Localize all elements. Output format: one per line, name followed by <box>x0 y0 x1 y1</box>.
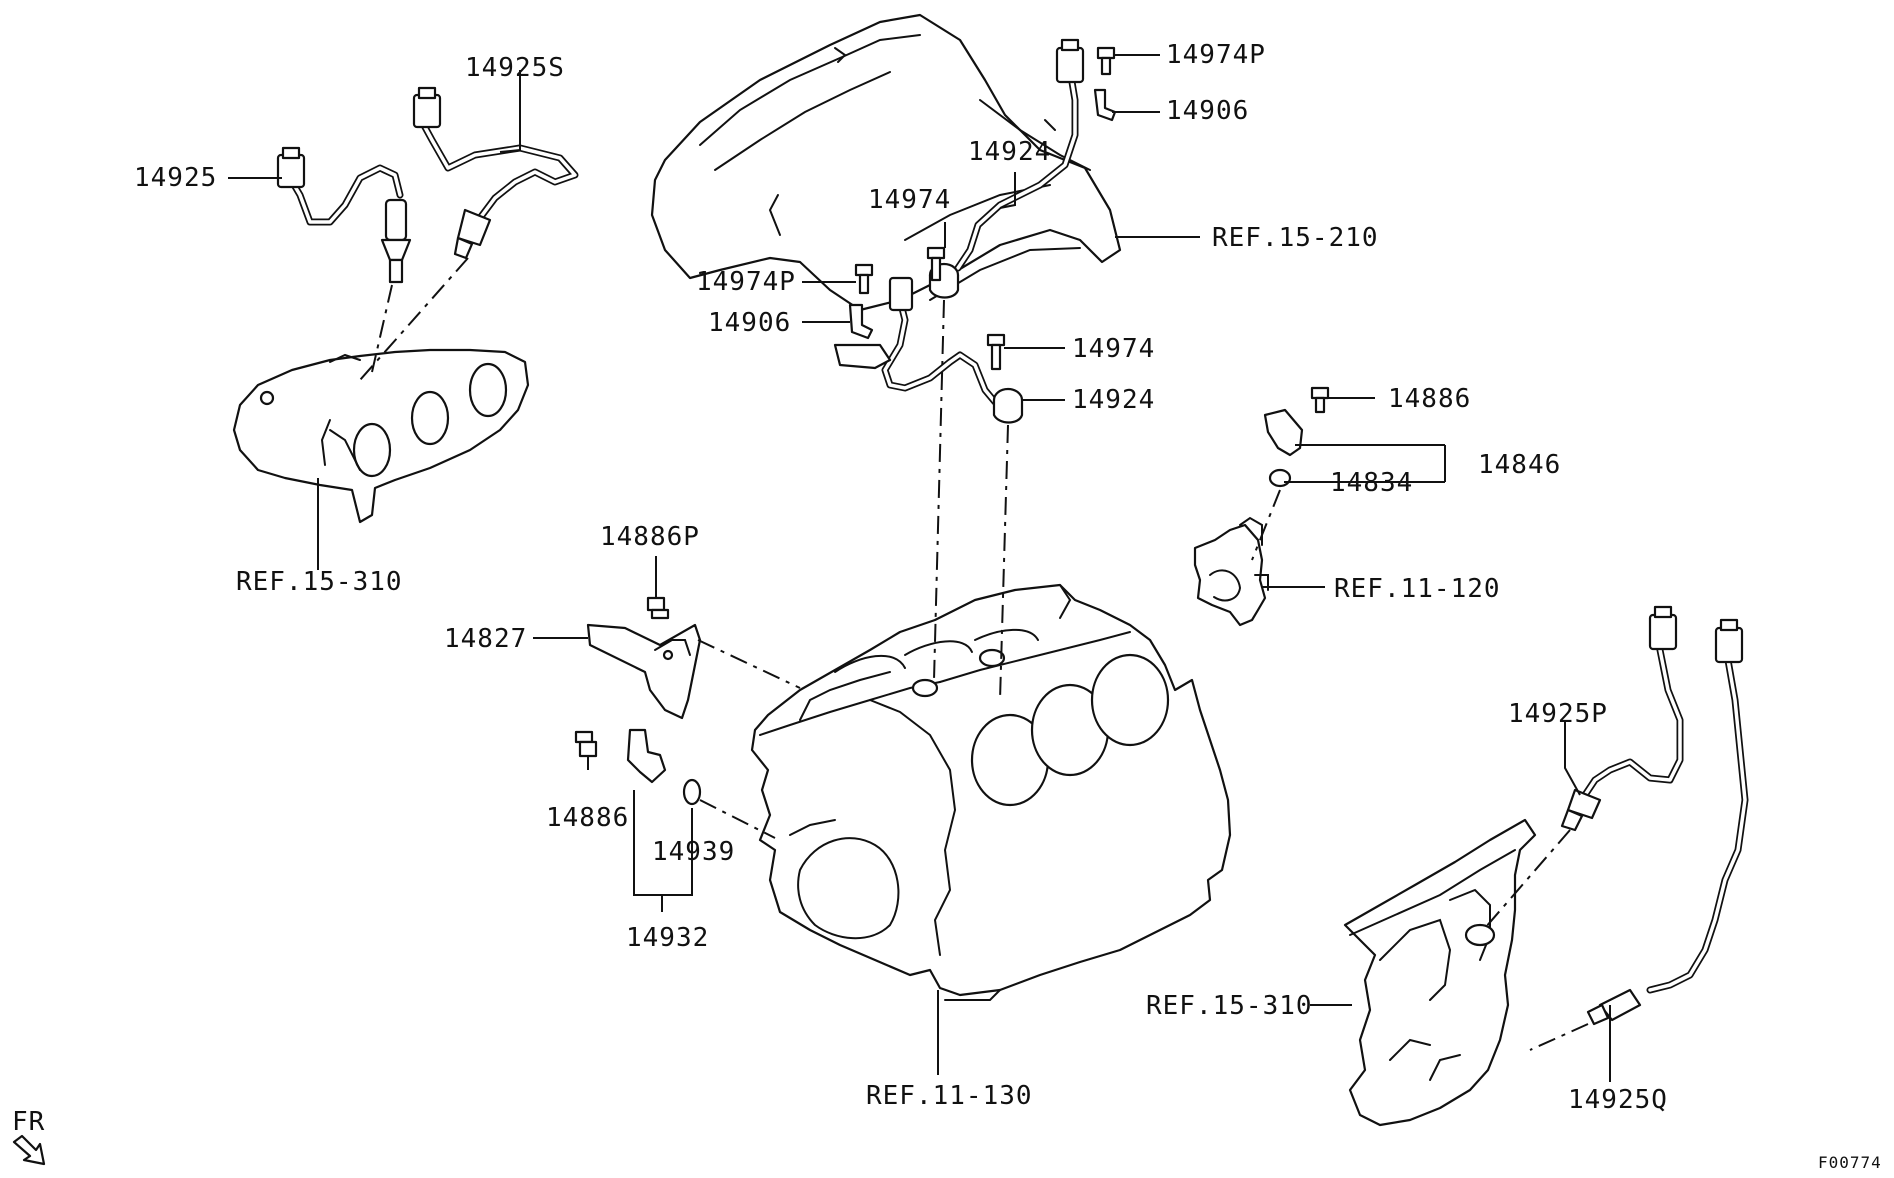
label-14924-mid: 14924 <box>1072 385 1155 415</box>
bolt-14974-top <box>926 246 946 282</box>
knock-sensor-14924-mid <box>881 276 1024 424</box>
label-14974P-top: 14974P <box>1166 40 1266 70</box>
label-14932: 14932 <box>626 923 709 953</box>
label-14925Q: 14925Q <box>1568 1085 1668 1115</box>
front-arrow-icon <box>12 1134 46 1166</box>
label-14886P: 14886P <box>600 522 700 552</box>
part-labels: 14925S 14925 14974P 14906 14924 14974 RE… <box>134 40 1668 1115</box>
front-direction-indicator: FR <box>12 1107 46 1166</box>
label-ref-11-120: REF.11-120 <box>1334 574 1501 604</box>
front-direction-label: FR <box>12 1107 45 1137</box>
bolt-14974P-top <box>1096 46 1116 76</box>
cam-sensor-14846 <box>1263 386 1330 488</box>
label-14906-mid: 14906 <box>708 308 791 338</box>
crank-sensor-14932 <box>626 728 667 784</box>
bracket-14906-mid <box>833 303 892 370</box>
cam-housing-ref-11-120 <box>1193 516 1269 627</box>
label-14925: 14925 <box>134 163 217 193</box>
label-ref-15-310-left: REF.15-310 <box>236 567 403 597</box>
oxygen-sensor-14925-wire <box>276 146 412 284</box>
left-exhaust-manifold <box>232 348 530 524</box>
label-14886-right: 14886 <box>1388 384 1471 414</box>
label-14939: 14939 <box>652 837 735 867</box>
label-14846: 14846 <box>1478 450 1561 480</box>
label-ref-11-130: REF.11-130 <box>866 1081 1033 1111</box>
label-14974P-mid: 14974P <box>696 267 796 297</box>
label-14827: 14827 <box>444 624 527 654</box>
bolt-14886-left <box>574 730 598 758</box>
bolt-14974-mid <box>986 333 1006 371</box>
right-exhaust-manifold <box>1343 818 1537 1127</box>
figure-code: F00774 <box>1818 1153 1882 1172</box>
bolt-14974P-mid <box>854 263 874 295</box>
label-14974-mid: 14974 <box>1072 334 1155 364</box>
label-14924-top: 14924 <box>968 137 1051 167</box>
assembly-lines <box>359 257 1589 1051</box>
label-14925P: 14925P <box>1508 699 1608 729</box>
oxygen-sensor-14925Q <box>1586 618 1749 1026</box>
oxygen-sensor-14925S-wire <box>412 86 579 260</box>
leader-lines <box>228 54 1611 1082</box>
bolt-14886P <box>646 596 670 620</box>
bracket-14827 <box>586 623 702 720</box>
label-ref-15-310-right: REF.15-310 <box>1146 991 1313 1021</box>
label-14974-top: 14974 <box>868 185 951 215</box>
label-ref-15-210: REF.15-210 <box>1212 223 1379 253</box>
cylinder-block-ref-11-130 <box>750 583 1232 1001</box>
label-14886-left: 14886 <box>546 803 629 833</box>
label-14834: 14834 <box>1330 468 1413 498</box>
label-14925S: 14925S <box>465 53 565 83</box>
oxygen-sensor-14925P <box>1560 605 1684 832</box>
label-14906-top: 14906 <box>1166 96 1249 126</box>
bracket-14906-top <box>1093 88 1117 122</box>
oring-14939 <box>682 778 702 806</box>
